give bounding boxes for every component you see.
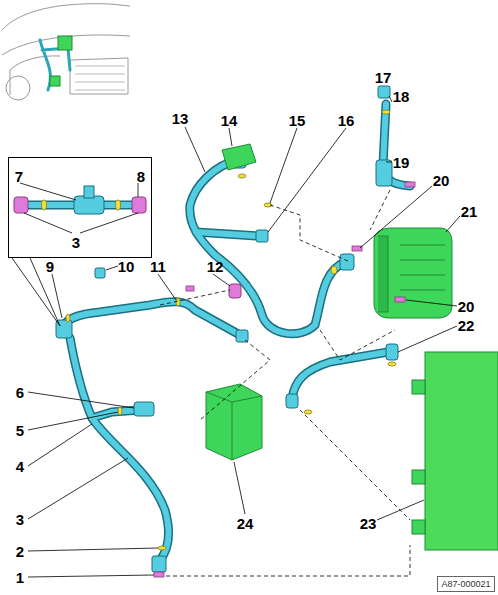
green-components — [206, 144, 498, 550]
bolts — [154, 182, 415, 577]
callout-number: 22 — [458, 318, 475, 333]
callout-number: 20 — [458, 299, 475, 314]
leader-lines — [12, 96, 460, 577]
drawing-number: A87-000021 — [437, 576, 495, 592]
car-sketch — [2, 4, 130, 100]
callout-number: 3 — [16, 512, 24, 527]
callout-number: 14 — [221, 113, 238, 128]
callout-number: 18 — [393, 89, 410, 104]
callout-number: 12 — [207, 259, 224, 274]
callout-number: 20 — [433, 173, 450, 188]
callout-number: 2 — [16, 544, 24, 559]
callout-number: 21 — [461, 204, 478, 219]
callout-number: 6 — [16, 385, 24, 400]
callout-number: 8 — [137, 169, 145, 184]
o-rings — [42, 110, 397, 550]
callout-number: 17 — [375, 70, 392, 85]
callout-number: 13 — [172, 111, 189, 126]
dashed-lines — [160, 190, 410, 576]
callout-number: 24 — [237, 516, 254, 531]
pipe-fittings — [56, 86, 398, 572]
callout-number: 15 — [289, 113, 306, 128]
inset-box: 7 8 3 — [8, 157, 152, 258]
pink-fittings — [14, 197, 241, 298]
callout-number: 9 — [46, 259, 54, 274]
callout-number: 5 — [16, 423, 24, 438]
callout-number: 19 — [393, 155, 410, 170]
callout-number: 10 — [118, 259, 135, 274]
callout-number: 7 — [15, 169, 23, 184]
refrigerant-pipes — [26, 104, 410, 560]
drawing-number-text: A87-000021 — [441, 580, 490, 589]
callout-number: 3 — [72, 235, 80, 250]
callout-number: 1 — [16, 570, 24, 585]
callout-number: 16 — [338, 113, 355, 128]
callout-number: 23 — [360, 516, 377, 531]
callout-number: 4 — [16, 459, 24, 474]
car-pipes — [40, 36, 72, 90]
callout-number: 11 — [150, 259, 166, 274]
